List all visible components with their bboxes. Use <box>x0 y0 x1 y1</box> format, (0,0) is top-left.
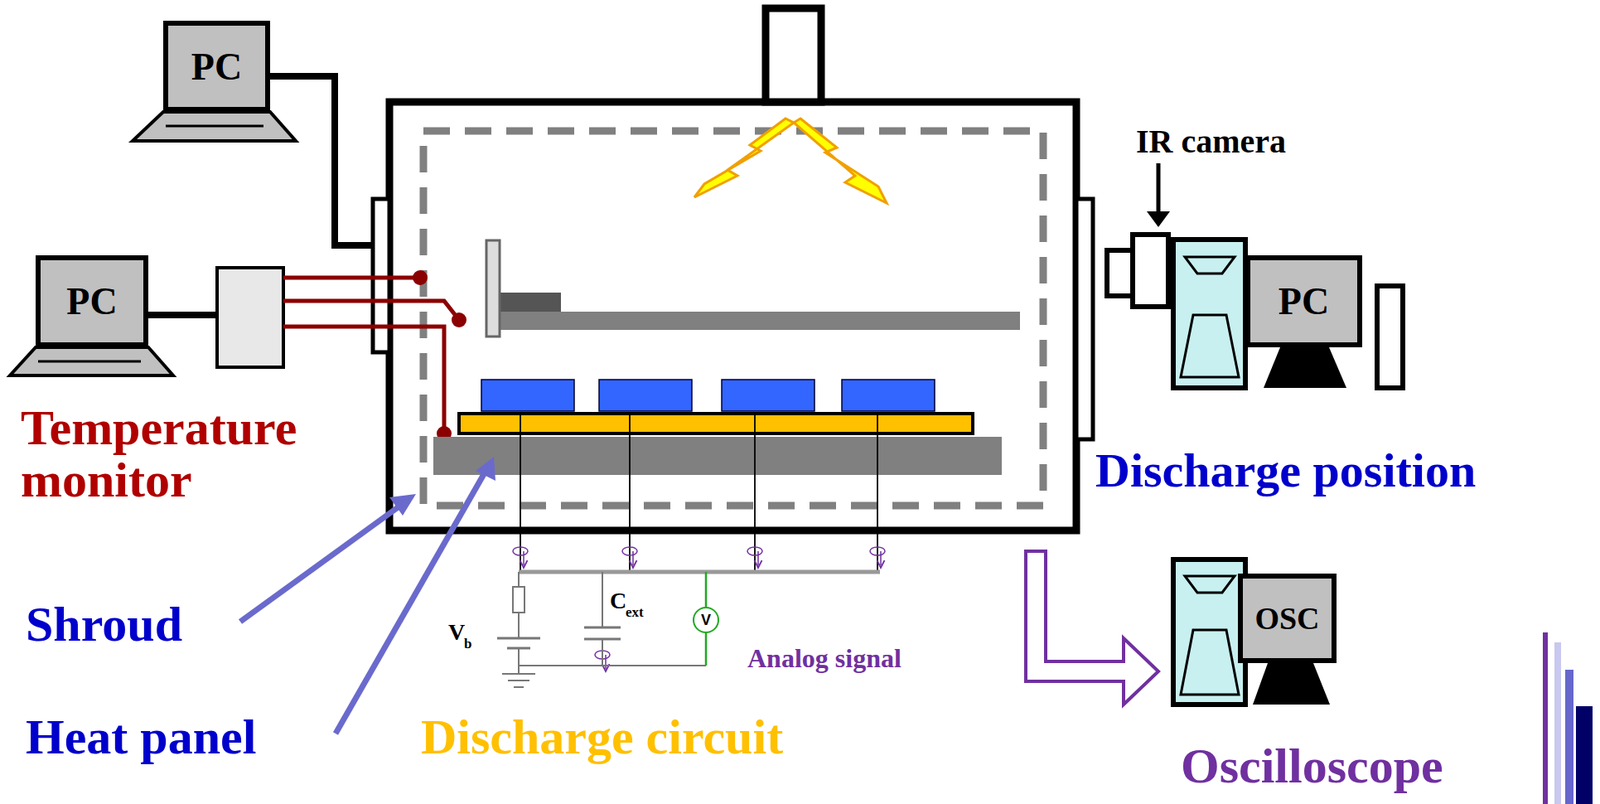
sensor-block <box>499 292 561 312</box>
holder <box>486 240 500 337</box>
laptop-screen: PC <box>35 255 149 348</box>
heat-panel <box>433 436 1002 475</box>
subscript: b <box>464 636 472 652</box>
leader-line <box>240 501 407 622</box>
node-text: PC <box>191 44 242 89</box>
ir-camera <box>1132 234 1169 307</box>
component-symbol: V <box>448 619 465 644</box>
decor-bar <box>1542 632 1548 804</box>
group-label: Discharge circuit <box>420 710 784 764</box>
node-text: PC <box>1278 279 1330 324</box>
top-port <box>765 8 822 102</box>
voltmeter-lead <box>705 571 708 609</box>
voltmeter-lead <box>705 631 708 666</box>
part-name: Heat panel <box>25 710 257 764</box>
thermocouple-wires <box>283 277 460 434</box>
laptop-screen: PC <box>163 20 271 112</box>
light-beam <box>793 118 887 204</box>
callout-label: IR camera <box>1135 124 1286 160</box>
voltmeter-circle: V <box>692 606 720 634</box>
leader-line <box>335 468 488 734</box>
osc-tower <box>1173 559 1246 705</box>
temperature-logger <box>217 267 284 368</box>
circuit <box>497 571 706 687</box>
vacuum-chamber <box>389 101 1077 531</box>
monitor-screen: PC <box>1245 255 1363 348</box>
keyboard <box>1377 285 1403 388</box>
node-text: V <box>700 611 711 629</box>
light-beam <box>694 118 794 198</box>
part-name: Shroud <box>25 598 183 651</box>
flow-arrow <box>1025 551 1159 705</box>
monitor-stand <box>1252 662 1330 705</box>
group-label: Temperature monitor <box>20 401 378 507</box>
decor-bar <box>1554 642 1562 804</box>
sample <box>481 379 935 411</box>
group-label: Oscilloscope <box>1180 739 1444 793</box>
decor-bar <box>1575 705 1593 804</box>
component-symbol: C <box>609 588 627 613</box>
cable <box>148 311 218 319</box>
group-label: Discharge position <box>1095 445 1476 497</box>
laptop-base <box>132 111 296 141</box>
substrate-plate <box>459 413 973 434</box>
node-text: PC <box>66 279 117 324</box>
monitor-screen: OSC <box>1237 573 1337 663</box>
wire <box>520 415 878 572</box>
node-text: OSC <box>1254 599 1320 637</box>
ir-camera <box>1106 250 1133 296</box>
decor-bar <box>1565 669 1574 804</box>
callout-arrow <box>1156 163 1161 214</box>
signal-name: Analog signal <box>747 644 902 673</box>
support-rod <box>499 311 1020 330</box>
laptop-base <box>9 347 174 376</box>
flange <box>1076 198 1093 440</box>
subscript: ext <box>625 604 644 620</box>
monitor-stand <box>1263 347 1347 388</box>
pc-tower <box>1173 239 1246 388</box>
bus-wire <box>518 570 880 575</box>
shroud <box>423 130 1044 506</box>
